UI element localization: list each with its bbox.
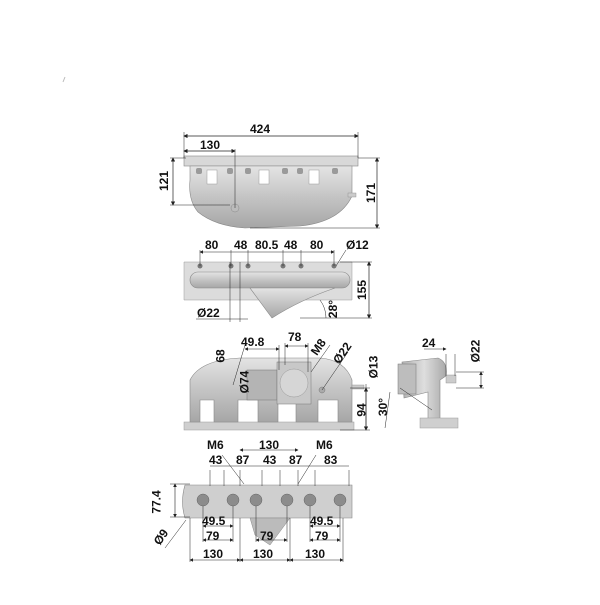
dim-port-right: 79 [315, 529, 329, 543]
dim-thread-m6-right: M6 [316, 438, 333, 452]
dim-port-left: 79 [206, 529, 220, 543]
dim-center-span: 130 [259, 438, 280, 452]
dim-pitch-3: 80.5 [255, 238, 279, 252]
dim-flange-height-68: 68 [213, 349, 228, 363]
dim-collector-dia: Ø22 [197, 306, 220, 320]
dim-flange-height-77: 77.4 [149, 490, 164, 514]
dim-thread-m6-left: M6 [207, 438, 224, 452]
dim-offset: 49.8 [241, 335, 265, 349]
dim-overall-width: 424 [250, 122, 271, 136]
dim-angle: 28° [326, 299, 341, 319]
dim-flange-span: 78 [288, 330, 302, 344]
dim-inner-right: 49.5 [310, 514, 334, 528]
dim-outlet-height: 94 [354, 403, 369, 417]
dim-pitch-5: 80 [310, 238, 324, 252]
dim-port-mid: 79 [260, 529, 274, 543]
dim-gap-5: 83 [324, 453, 338, 467]
dim-stud-dia: Ø12 [346, 238, 369, 252]
front-view [170, 132, 380, 229]
dim-first-port-span: 130 [200, 138, 221, 152]
flange-view [164, 448, 353, 562]
dim-gap-1: 43 [209, 453, 223, 467]
dim-gap-3: 43 [263, 453, 277, 467]
dim-pitch-2: 48 [234, 238, 248, 252]
rear-view [183, 343, 370, 431]
dim-pitch-1: 80 [205, 238, 219, 252]
dim-depth: 155 [355, 279, 370, 301]
dim-pitch-left: 130 [203, 547, 224, 561]
dim-side-dia: Ø22 [468, 339, 483, 363]
dim-side-offset: 24 [422, 336, 436, 350]
dim-tube-dia: Ø13 [366, 355, 381, 379]
dim-pitch-mid: 130 [253, 547, 274, 561]
dim-pitch-4: 48 [284, 238, 298, 252]
top-view [183, 249, 372, 322]
dim-inner-left: 49.5 [202, 514, 226, 528]
dim-gap-2: 87 [236, 453, 250, 467]
dim-flange-height: 121 [157, 170, 172, 192]
dim-overall-height: 171 [364, 182, 379, 204]
dim-gap-4: 87 [289, 453, 303, 467]
dim-pitch-right: 130 [305, 547, 326, 561]
dim-side-angle: 30° [376, 397, 391, 417]
side-view [384, 347, 484, 429]
dim-outlet-dia: Ø74 [237, 370, 252, 394]
